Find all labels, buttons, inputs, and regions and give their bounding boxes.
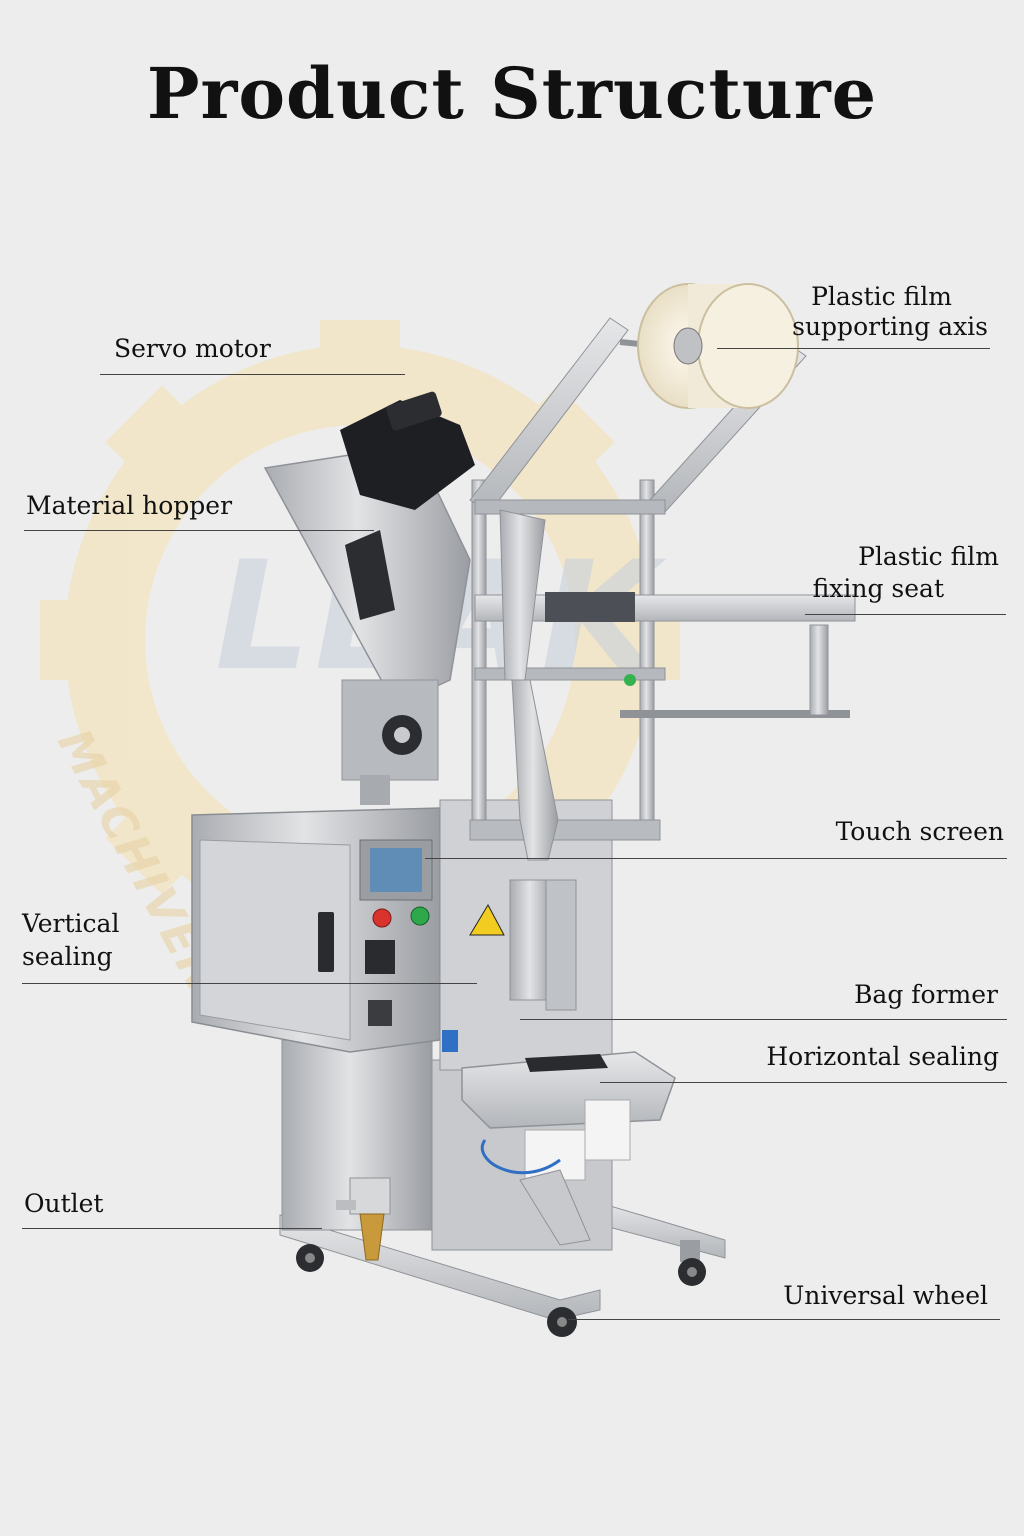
leader-vertical-sealing [22,983,477,984]
servo-motor [340,391,475,620]
leader-outlet [22,1228,322,1229]
touch-screen-display [370,848,422,892]
stop-button [372,908,392,928]
outlet-valve [336,1177,391,1261]
film-fixing-seat [474,594,856,622]
leader-touch-screen [425,858,1007,859]
page-title: Product Structure [146,52,878,135]
leader-universal-wheel [568,1319,1000,1320]
label-touch-screen: Touch screen [835,817,1004,846]
label-horizontal-sealing: Horizontal sealing [766,1042,999,1071]
label-outlet: Outlet [24,1189,104,1218]
warning-sticker [469,903,505,936]
label-material-hopper: Material hopper [26,491,233,520]
label-universal-wheel: Universal wheel [783,1281,988,1310]
leader-horizontal-sealing [600,1082,1007,1083]
leader-material-hopper [24,530,374,531]
leader-film-seat [805,614,1006,615]
label-vertical-sealing-line1: Vertical [22,909,120,938]
base-frame [279,1199,726,1321]
leader-servo-motor [100,374,405,375]
label-film-seat-line1: Plastic film [858,542,999,571]
leader-bag-former [520,1019,1007,1020]
label-servo-motor: Servo motor [114,334,271,363]
label-film-axis-line1: Plastic film [811,282,952,311]
leader-film-axis [717,348,990,349]
start-button [410,906,430,926]
label-film-seat-line2: fixing seat [812,574,944,603]
film-arm [469,317,629,513]
label-film-axis-line2: supporting axis [792,312,988,341]
universal-wheels [296,1244,706,1337]
auger-tube [511,679,559,861]
label-vertical-sealing-line2: sealing [22,942,113,971]
label-bag-former: Bag former [854,980,998,1009]
